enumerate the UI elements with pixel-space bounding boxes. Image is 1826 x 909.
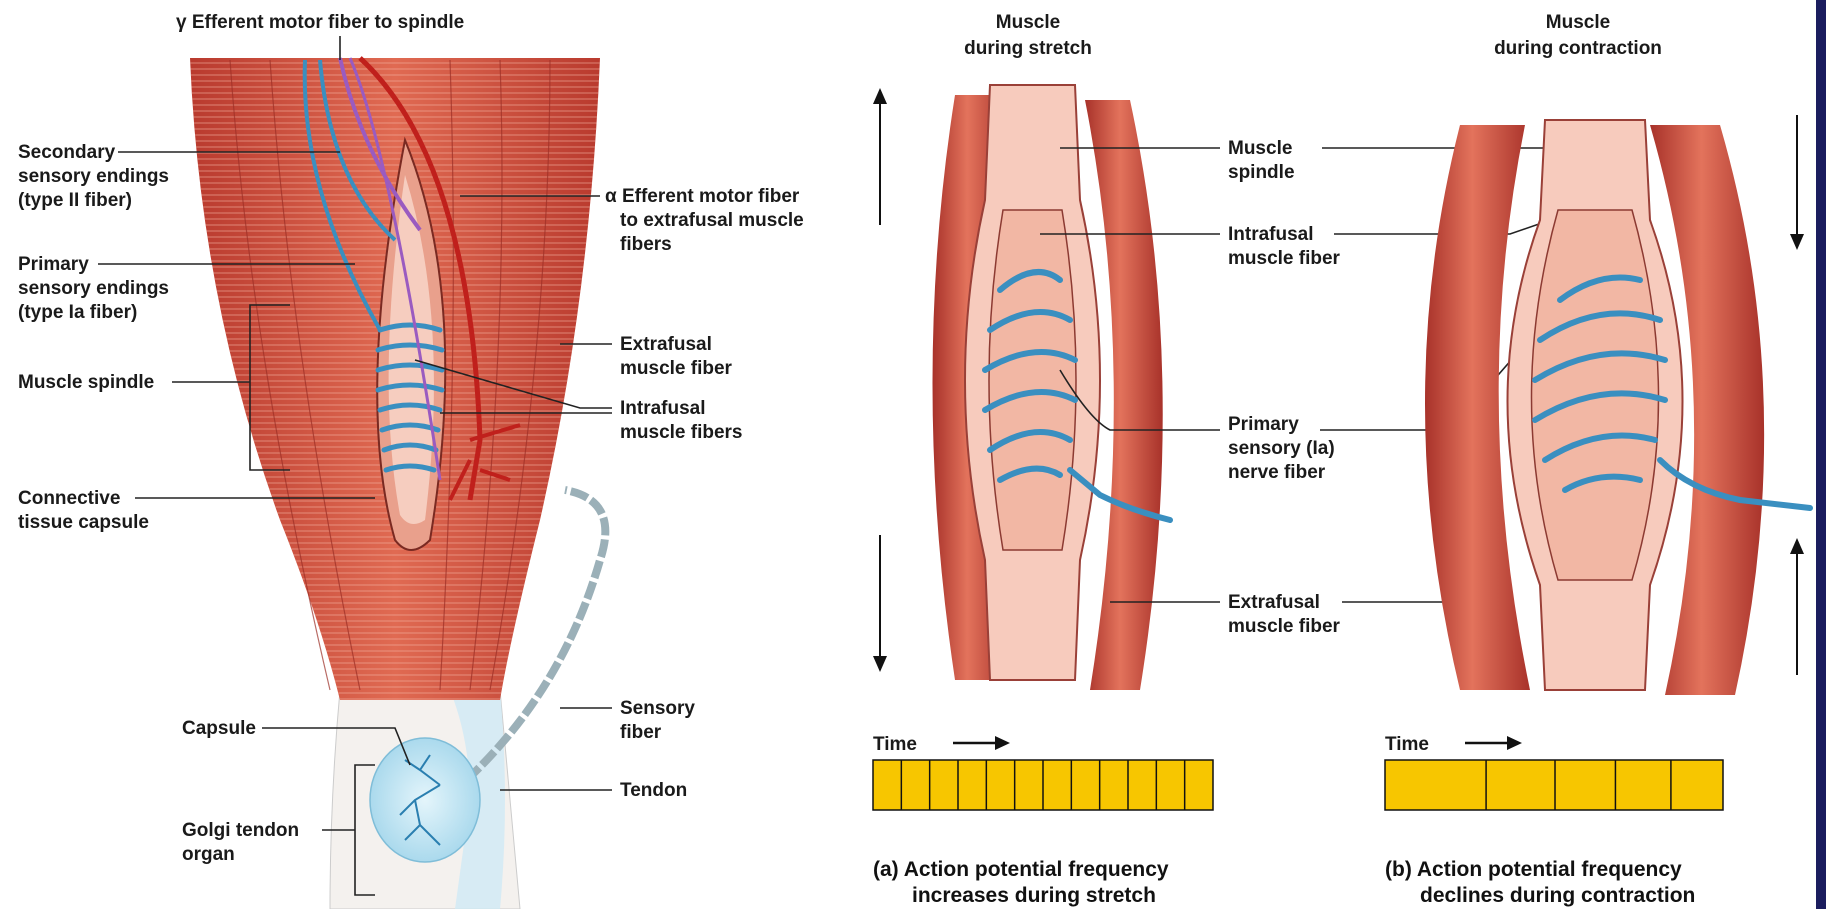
svg-text:Primary: Primary — [18, 254, 89, 275]
svg-text:Sensory: Sensory — [620, 698, 695, 719]
svg-text:increases during stretch: increases during stretch — [912, 884, 1156, 907]
svg-text:Extrafusal: Extrafusal — [1228, 592, 1320, 613]
muscle-spindle-label: Muscle spindle — [18, 372, 154, 393]
panel-b-arrow-down-head — [1790, 234, 1804, 250]
svg-text:spindle: spindle — [1228, 162, 1295, 183]
svg-text:Golgi tendon: Golgi tendon — [182, 820, 299, 841]
svg-text:fiber: fiber — [620, 722, 662, 743]
center-muscle-spindle-label: Muscle spindle — [1228, 138, 1295, 183]
center-extrafusal-label: Extrafusal muscle fiber — [1228, 592, 1341, 637]
svg-text:Secondary: Secondary — [18, 142, 116, 163]
panel-b-caption: (b) Action potential frequency declines … — [1385, 858, 1695, 907]
panel-b-illustration — [1425, 115, 1810, 695]
svg-text:(type II fiber): (type II fiber) — [18, 190, 132, 211]
panel-b-spike-train — [1385, 760, 1723, 810]
svg-text:α Efferent motor fiber: α Efferent motor fiber — [605, 186, 800, 207]
svg-text:(type Ia fiber): (type Ia fiber) — [18, 302, 137, 323]
panel-b-time-arrowhead — [1507, 736, 1522, 750]
panel-a-time-arrowhead — [995, 736, 1010, 750]
panel-a-arrow-up-head — [873, 88, 887, 104]
golgi-tendon-label: Golgi tendon organ — [182, 820, 299, 865]
panel-b-arrow-up-head — [1790, 538, 1804, 554]
intrafusal-left-label: Intrafusal muscle fibers — [620, 398, 743, 443]
svg-text:sensory endings: sensory endings — [18, 166, 169, 187]
svg-text:(a) Action potential frequency: (a) Action potential frequency — [873, 858, 1169, 881]
center-primary-label: Primary sensory (Ia) nerve fiber — [1228, 414, 1335, 483]
panel-a-arrow-down-head — [873, 656, 887, 672]
svg-text:to extrafusal muscle: to extrafusal muscle — [620, 210, 804, 231]
panel-a-title: Muscle during stretch — [964, 12, 1092, 59]
svg-text:organ: organ — [182, 844, 235, 865]
svg-text:Muscle: Muscle — [1228, 138, 1292, 159]
svg-text:declines during contraction: declines during contraction — [1420, 884, 1695, 907]
svg-text:muscle fiber: muscle fiber — [1228, 616, 1341, 637]
svg-text:sensory (Ia): sensory (Ia) — [1228, 438, 1335, 459]
svg-text:tissue capsule: tissue capsule — [18, 512, 149, 533]
tendon-label: Tendon — [620, 780, 687, 801]
svg-text:nerve fiber: nerve fiber — [1228, 462, 1326, 483]
capsule-label: Capsule — [182, 718, 256, 739]
svg-text:Muscle: Muscle — [1546, 12, 1610, 33]
svg-text:Muscle: Muscle — [996, 12, 1060, 33]
panel-b-time-label: Time — [1385, 734, 1429, 755]
svg-text:Primary: Primary — [1228, 414, 1299, 435]
left-muscle-illustration — [190, 58, 605, 909]
svg-text:(b) Action potential frequency: (b) Action potential frequency — [1385, 858, 1682, 881]
svg-text:Connective: Connective — [18, 488, 120, 509]
center-intrafusal-label: Intrafusal muscle fiber — [1228, 224, 1341, 269]
svg-text:muscle fiber: muscle fiber — [1228, 248, 1341, 269]
alpha-efferent-label: α Efferent motor fiber to extrafusal mus… — [605, 186, 804, 255]
svg-text:Extrafusal: Extrafusal — [620, 334, 712, 355]
svg-text:during contraction: during contraction — [1494, 38, 1662, 59]
sensory-fiber-label: Sensory fiber — [620, 698, 695, 743]
svg-text:muscle fiber: muscle fiber — [620, 358, 733, 379]
svg-text:sensory endings: sensory endings — [18, 278, 169, 299]
svg-text:fibers: fibers — [620, 234, 672, 255]
svg-text:muscle fibers: muscle fibers — [620, 422, 743, 443]
svg-text:during stretch: during stretch — [964, 38, 1092, 59]
extrafusal-left-label: Extrafusal muscle fiber — [620, 334, 733, 379]
golgi-tendon-organ — [370, 738, 480, 862]
svg-text:Intrafusal: Intrafusal — [1228, 224, 1314, 245]
svg-text:Intrafusal: Intrafusal — [620, 398, 706, 419]
panel-a-intrafusal — [989, 210, 1076, 550]
right-border — [1816, 0, 1826, 909]
panel-a-time-label: Time — [873, 734, 917, 755]
gamma-efferent-label: γ Efferent motor fiber to spindle — [176, 12, 464, 33]
panel-a-caption: (a) Action potential frequency increases… — [873, 858, 1169, 907]
panel-b-title: Muscle during contraction — [1494, 12, 1662, 59]
connective-capsule-label: Connective tissue capsule — [18, 488, 149, 533]
panel-a-illustration — [873, 85, 1170, 690]
